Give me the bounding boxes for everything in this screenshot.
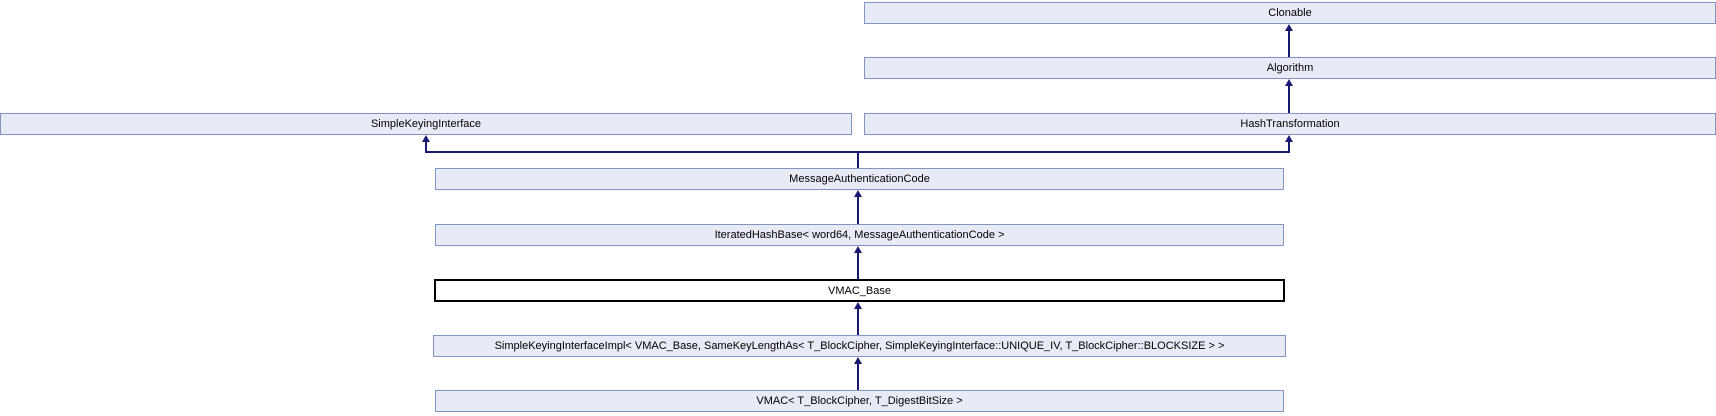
- arrowhead-vmac-to-skiimpl: [854, 357, 862, 364]
- class-node-algorithm[interactable]: Algorithm: [864, 57, 1716, 79]
- edge-algorithm-to-clonable: [1288, 30, 1290, 57]
- edge-skiimpl-to-vmacbase: [857, 308, 859, 335]
- class-node-vmac-base-focal: VMAC_Base: [434, 279, 1285, 302]
- arrowhead-mac-to-hash-transformation: [1285, 135, 1293, 142]
- class-node-simple-keying-interface[interactable]: SimpleKeyingInterface: [0, 113, 852, 135]
- edge-iteratedhashbase-to-mac: [857, 196, 859, 224]
- arrowhead-vmacbase-to-iteratedhashbase: [854, 246, 862, 253]
- edge-mac-to-simple-keying-interface: [425, 141, 427, 152]
- class-node-simple-keying-interface-impl[interactable]: SimpleKeyingInterfaceImpl< VMAC_Base, Sa…: [433, 335, 1286, 357]
- edge-vmacbase-to-iteratedhashbase: [857, 252, 859, 279]
- arrowhead-algorithm-to-clonable: [1285, 24, 1293, 31]
- edge-vmac-to-skiimpl: [857, 363, 859, 390]
- class-node-message-authentication-code[interactable]: MessageAuthenticationCode: [435, 168, 1284, 190]
- edge-hashtransformation-to-algorithm: [1288, 85, 1290, 113]
- arrowhead-iteratedhashbase-to-mac: [854, 190, 862, 197]
- class-node-clonable[interactable]: Clonable: [864, 2, 1716, 24]
- edge-mac-elbow-drop: [857, 151, 859, 168]
- edge-mac-to-hash-transformation: [1288, 141, 1290, 152]
- arrowhead-skiimpl-to-vmacbase: [854, 302, 862, 309]
- class-node-iterated-hash-base[interactable]: IteratedHashBase< word64, MessageAuthent…: [435, 224, 1284, 246]
- arrowhead-hashtransformation-to-algorithm: [1285, 79, 1293, 86]
- class-node-vmac[interactable]: VMAC< T_BlockCipher, T_DigestBitSize >: [435, 390, 1284, 412]
- class-node-hash-transformation[interactable]: HashTransformation: [864, 113, 1716, 135]
- arrowhead-mac-to-simple-keying-interface: [422, 135, 430, 142]
